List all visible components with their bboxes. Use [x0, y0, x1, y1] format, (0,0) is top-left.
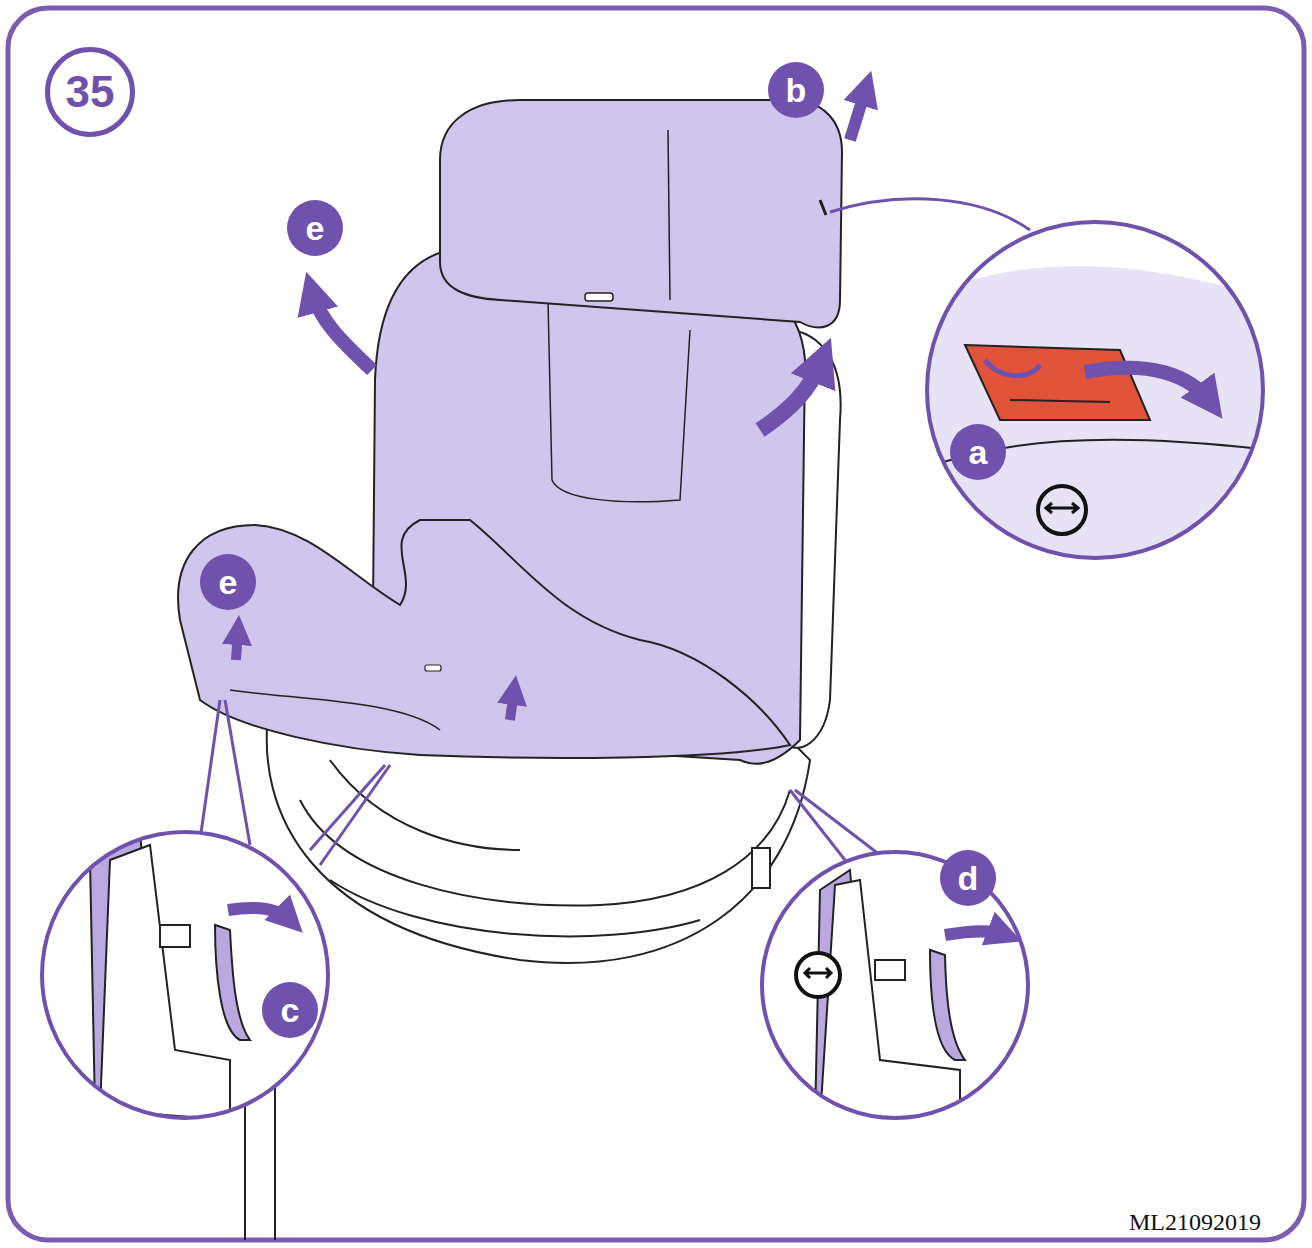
callout-letter: a — [969, 435, 988, 469]
callout-badge: c — [262, 982, 318, 1038]
figure-code: ML21092019 — [1129, 1209, 1261, 1236]
callout-letter: e — [219, 565, 238, 599]
callout-letter: e — [306, 211, 325, 245]
callout-letter: c — [281, 993, 300, 1027]
callout-badge: e — [287, 200, 343, 256]
callout-badge: b — [768, 62, 824, 118]
callout-badge: e — [200, 554, 256, 610]
callout-letter: b — [786, 73, 807, 107]
callout-badge: a — [950, 424, 1006, 480]
step-number-circle: 35 — [45, 47, 135, 137]
callout-letter: d — [958, 861, 979, 895]
callout-letter: 35 — [66, 70, 115, 114]
callout-badge: d — [940, 850, 996, 906]
